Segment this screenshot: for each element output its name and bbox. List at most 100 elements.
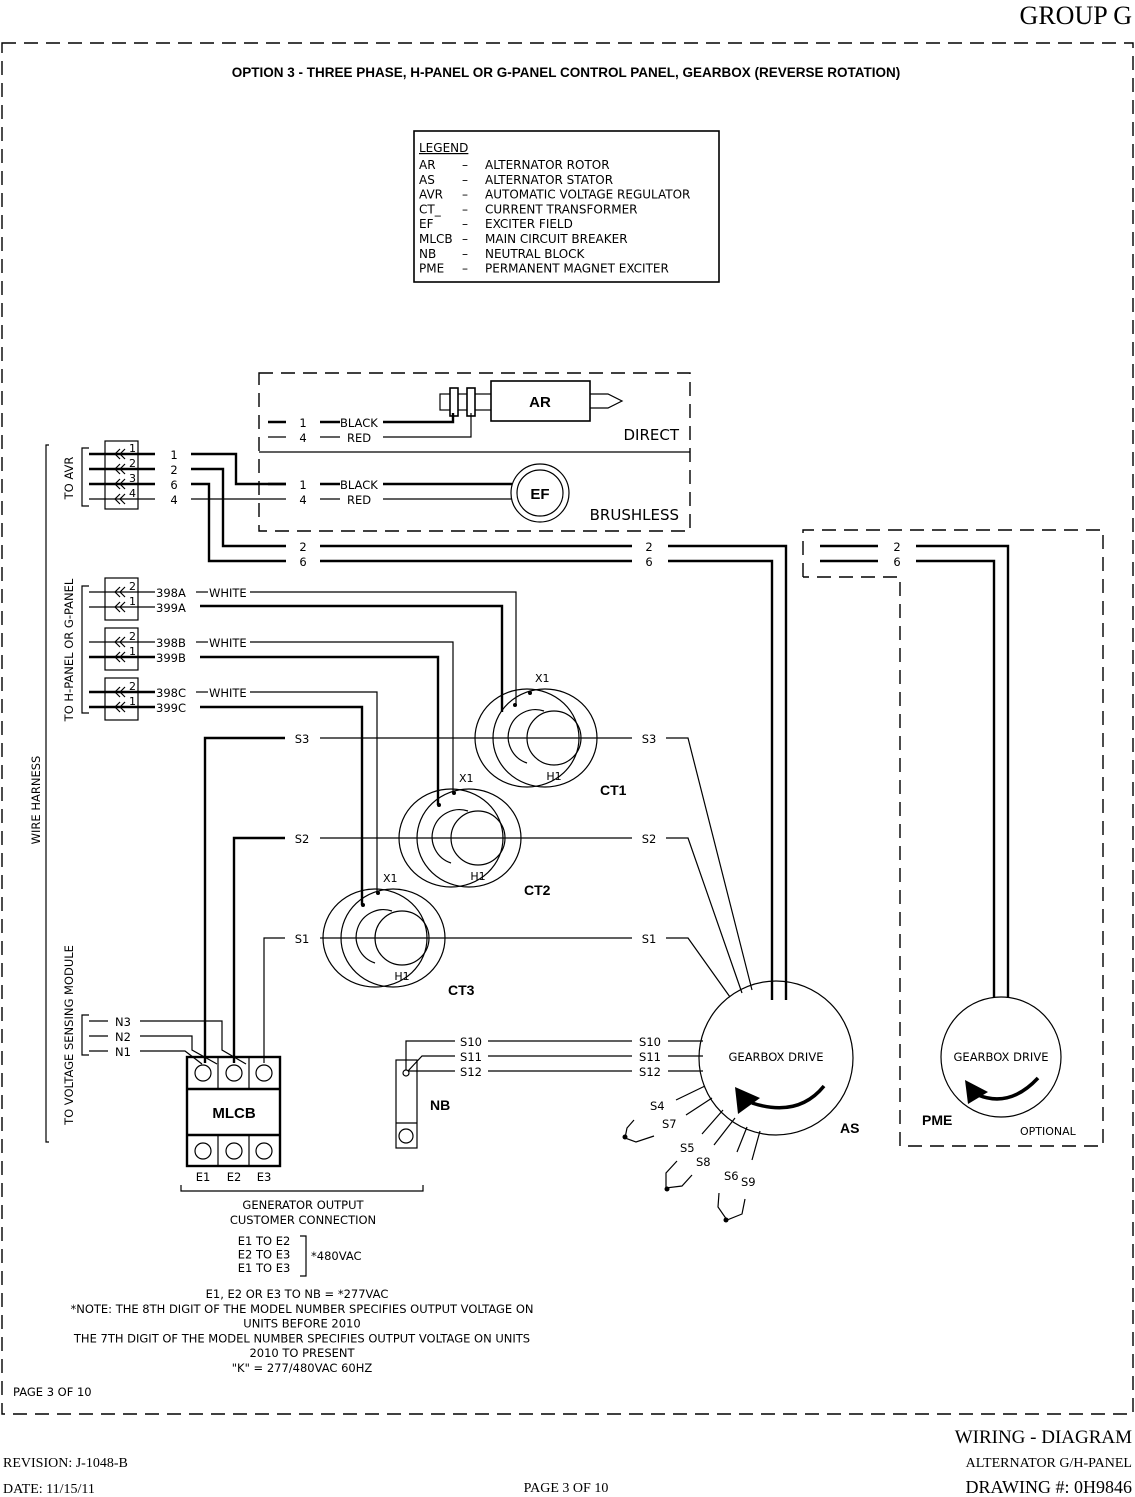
panel-wire-a: 398B <box>156 636 186 650</box>
note-line: 2010 TO PRESENT <box>249 1346 355 1360</box>
legend-item: AR–ALTERNATOR ROTOR <box>419 158 610 172</box>
avr-pin-number: 1 <box>129 442 136 455</box>
legend-desc: AUTOMATIC VOLTAGE REGULATOR <box>485 188 690 202</box>
page-number: PAGE 3 OF 10 <box>524 1481 609 1496</box>
legend-item: NB – NEUTRAL BLOCK <box>419 247 586 261</box>
output-pair: E2 TO E3 <box>238 1248 291 1262</box>
ct-x1-label: X1 <box>535 672 550 685</box>
date: DATE: 11/15/11 <box>3 1482 95 1497</box>
legend-heading: LEGEND <box>419 141 468 155</box>
output-notes: GENERATOR OUTPUT CUSTOMER CONNECTION E1 … <box>13 1198 534 1399</box>
vsm-wire-label: N1 <box>115 1045 131 1059</box>
ct-x1-label: X1 <box>459 772 474 785</box>
bus-2-mid: 2 <box>645 540 652 554</box>
ct-name: CT3 <box>448 982 475 998</box>
bus-6-mid: 6 <box>645 555 652 569</box>
output-pair: E1 TO E2 <box>238 1234 291 1248</box>
ct-secondary-right: S3 <box>642 732 657 746</box>
ct-secondary-left: S2 <box>295 832 310 846</box>
avr-wire-number: 6 <box>170 478 177 492</box>
as-label: AS <box>840 1120 859 1136</box>
legend-item: CT_–CURRENT TRANSFORMER <box>419 202 637 216</box>
legend-item: AVR–AUTOMATIC VOLTAGE REGULATOR <box>419 188 690 202</box>
bus-6-left: 6 <box>299 555 306 569</box>
legend-dash: – <box>462 217 468 231</box>
brushless-wire-1: 1 <box>299 478 306 492</box>
optional-label: OPTIONAL <box>1020 1125 1077 1138</box>
note-line: UNITS BEFORE 2010 <box>243 1317 360 1331</box>
rotation-arrow-icon <box>977 1076 1040 1101</box>
avr-pin-number: 3 <box>129 472 136 485</box>
to-panel-label: TO H-PANEL OR G-PANEL <box>62 578 76 722</box>
panel-wire-color: WHITE <box>209 686 247 700</box>
stator-lead-label: S6 <box>724 1169 739 1183</box>
ct-h1-label: H1 <box>394 970 409 983</box>
stator-lead-label: S9 <box>741 1175 756 1189</box>
legend-item: AS–ALTERNATOR STATOR <box>419 173 613 187</box>
ct-secondary-left: S3 <box>295 732 310 746</box>
ct-h1-label: H1 <box>470 870 485 883</box>
brushless-red-label: RED <box>347 493 371 507</box>
panel-wire-b: 399C <box>156 701 186 715</box>
avr-wire-number: 1 <box>170 448 177 462</box>
brushless-black-label: BLACK <box>340 478 378 492</box>
legend-abbr: AS <box>419 173 435 187</box>
note-line: *NOTE: THE 8TH DIGIT OF THE MODEL NUMBER… <box>70 1302 533 1316</box>
legend-abbr: PME <box>419 262 444 276</box>
legend-dash: – <box>462 158 468 172</box>
legend-desc: NEUTRAL BLOCK <box>485 247 586 261</box>
legend-desc: MAIN CIRCUIT BREAKER <box>485 232 628 246</box>
neutral-lead-left: S12 <box>460 1065 482 1079</box>
as-drive-label: GEARBOX DRIVE <box>729 1050 824 1064</box>
panel-connectors: TO H-PANEL OR G-PANEL 21398A399AWHITE213… <box>62 577 247 722</box>
legend-abbr: MLCB <box>419 232 453 246</box>
legend-desc: CURRENT TRANSFORMER <box>485 202 637 216</box>
alternator-stator: GEARBOX DRIVE AS <box>622 980 859 1223</box>
direct-wire-1: 1 <box>299 416 306 430</box>
ct-x1-label: X1 <box>383 872 398 885</box>
panel-pin-number: 1 <box>129 645 136 658</box>
legend-dash: – <box>462 262 468 276</box>
line-line-voltage: *480VAC <box>311 1249 362 1263</box>
panel-pin-number: 2 <box>129 630 136 643</box>
vsm-wire-label: N3 <box>115 1015 131 1029</box>
exciter-field: EF <box>510 463 570 523</box>
panel-wire-b: 399B <box>156 651 186 665</box>
ct-name: CT1 <box>600 782 627 798</box>
direct-black-label: BLACK <box>340 416 378 430</box>
panel-wire-b: 399A <box>156 601 186 615</box>
group-label: GROUP G <box>1020 1 1132 30</box>
stator-lead-label: S5 <box>680 1141 695 1155</box>
neutral-lead-left: S10 <box>460 1035 482 1049</box>
stator-lead-label: S7 <box>662 1117 677 1131</box>
exciter-box: DIRECT BRUSHLESS AR 1 BLACK 4 RED EF 1 <box>258 372 691 532</box>
wire-harness-label: WIRE HARNESS <box>29 756 43 845</box>
ct-h1-label: H1 <box>546 770 561 783</box>
legend-abbr: AR <box>419 158 436 172</box>
pme-label: PME <box>922 1112 952 1128</box>
legend-abbr: AVR <box>419 188 443 202</box>
legend-item: MLCB–MAIN CIRCUIT BREAKER <box>419 232 628 246</box>
neutral-lead-left: S11 <box>460 1050 482 1064</box>
pme-drive-label: GEARBOX DRIVE <box>954 1050 1049 1064</box>
bus-2-left: 2 <box>299 540 306 554</box>
panel-pin-number: 1 <box>129 695 136 708</box>
drawing-number: DRAWING #: 0H9846 <box>965 1477 1132 1497</box>
bus-2-right: 2 <box>893 540 900 554</box>
avr-wire-number: 2 <box>170 463 177 477</box>
vsm-wire-label: N2 <box>115 1030 131 1044</box>
legend-abbr: EF <box>419 217 434 231</box>
stator-lead-label: S4 <box>650 1099 665 1113</box>
panel-pin-number: 1 <box>129 595 136 608</box>
output-heading-2: CUSTOMER CONNECTION <box>230 1213 376 1227</box>
legend-abbr: NB <box>419 247 436 261</box>
legend-dash: – <box>462 247 468 261</box>
panel-pin-number: 2 <box>129 680 136 693</box>
terminal-e1: E1 <box>196 1170 211 1184</box>
neutral-block: NB <box>395 1040 455 1149</box>
